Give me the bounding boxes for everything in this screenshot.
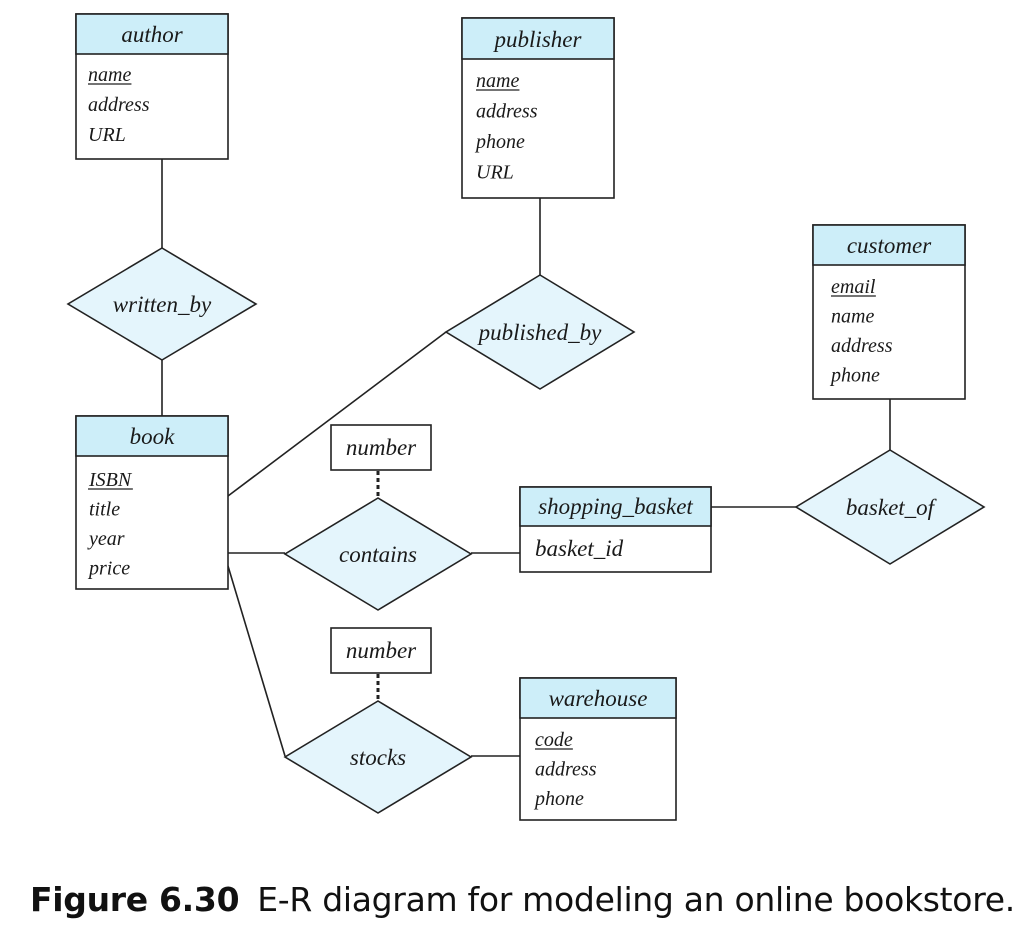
entity-name: warehouse xyxy=(549,686,648,711)
primary-key-attribute: ISBN xyxy=(88,469,133,491)
entity-header xyxy=(75,415,229,457)
attribute: name xyxy=(831,306,874,328)
entity-name: shopping_basket xyxy=(538,494,693,519)
er-diagram: written_by published_by basket_of contains s… xyxy=(66,13,986,821)
relationship-label: contains xyxy=(339,542,417,567)
attribute: year xyxy=(87,528,125,550)
primary-key-attribute: name xyxy=(88,64,131,86)
primary-key-attribute: code xyxy=(535,729,573,751)
attribute: price xyxy=(87,558,130,580)
link-attribute-label: number xyxy=(346,638,417,663)
link-attribute-label: number xyxy=(346,435,417,460)
attribute: title xyxy=(89,499,120,521)
attribute: address xyxy=(831,335,893,357)
entity-name: publisher xyxy=(493,27,583,52)
relationship-label: basket_of xyxy=(846,495,938,520)
relationship-label: written_by xyxy=(113,292,212,317)
relationship-label: stocks xyxy=(350,745,406,770)
entity-warehouse[interactable]: warehouse code address phone xyxy=(519,677,677,821)
entity-header xyxy=(461,17,615,60)
connector-book-stocks xyxy=(227,565,286,757)
attribute: basket_id xyxy=(535,536,624,561)
primary-key-attribute: email xyxy=(831,276,876,298)
connector-published_by-book xyxy=(227,331,447,497)
attribute: phone xyxy=(474,131,525,153)
relationship-diamond xyxy=(66,247,258,361)
entity-name: customer xyxy=(847,233,932,258)
figure-label: Figure 6.30 xyxy=(30,880,240,919)
attribute: URL xyxy=(476,162,514,184)
figure-caption: Figure 6.30 E-R diagram for modeling an o… xyxy=(30,880,1015,919)
attribute: address xyxy=(535,759,597,781)
entity-customer[interactable]: customer email name address phone xyxy=(812,224,966,400)
relationship-diamond xyxy=(283,497,473,611)
entity-shopping-basket[interactable]: shopping_basket basket_id xyxy=(519,486,712,573)
entity-name: author xyxy=(121,22,183,47)
primary-key-attribute: name xyxy=(476,70,519,92)
entity-header xyxy=(812,224,966,266)
figure-caption-text: E-R diagram for modeling an online books… xyxy=(257,880,1015,919)
relationship-diamond xyxy=(444,274,636,390)
relationship-diamond xyxy=(794,449,986,565)
link-attribute-contains-number[interactable]: number xyxy=(330,424,432,471)
relationship-stocks[interactable]: stocks xyxy=(283,700,473,814)
relationship-basket-of[interactable]: basket_of xyxy=(794,449,986,565)
attribute: phone xyxy=(533,788,584,810)
entity-header xyxy=(75,13,229,55)
entity-name: book xyxy=(130,424,176,449)
entity-header xyxy=(519,486,712,527)
relationship-label: published_by xyxy=(477,320,602,345)
relationship-diamond xyxy=(283,700,473,814)
attribute: address xyxy=(88,94,150,116)
link-attribute-stocks-number[interactable]: number xyxy=(330,627,432,674)
attribute: address xyxy=(476,101,538,123)
attribute: URL xyxy=(88,124,126,146)
entity-header xyxy=(519,677,677,719)
attribute: phone xyxy=(829,365,880,387)
relationship-published-by[interactable]: published_by xyxy=(444,274,636,390)
relationship-contains[interactable]: contains xyxy=(283,497,473,611)
relationship-written-by[interactable]: written_by xyxy=(66,247,258,361)
